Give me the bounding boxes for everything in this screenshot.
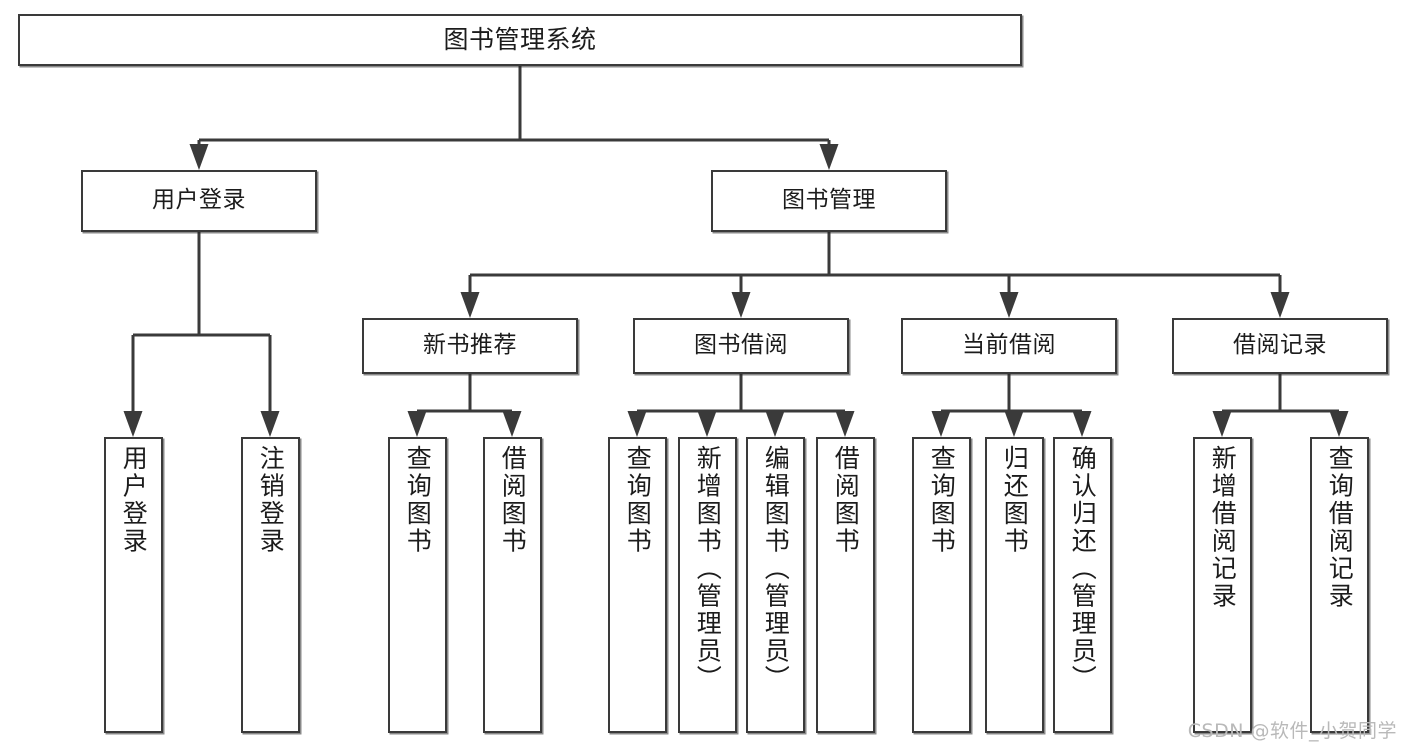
arrow-to-leaf-logout-head-icon [260,411,280,437]
arrow-to-book-borrow-head-icon [731,292,751,318]
node-leaf-query-record[interactable]: 查询借阅记录 [1310,437,1369,733]
arrow-to-new-book-rec-head-icon [460,292,480,318]
node-label: 查询借阅记录 [1325,445,1355,610]
arrow-to-return-book-head-icon [1004,411,1024,437]
node-label: 借阅记录 [1233,332,1327,359]
node-label: 归还图书 [1000,445,1030,555]
arrow-to-book-manage-head-icon [819,144,839,170]
arrow-to-add-record-head-icon [1212,411,1232,437]
node-root[interactable]: 图书管理系统 [18,14,1022,66]
node-label: 新增图书（管理员） [693,445,723,693]
node-l1-book-manage[interactable]: 图书管理 [711,170,947,232]
node-label: 图书管理 [782,187,876,214]
arrow-heads [123,144,1349,437]
node-label: 图书借阅 [694,332,788,359]
node-leaf-logout[interactable]: 注销登录 [241,437,300,733]
node-label: 确认归还（管理员） [1068,445,1098,693]
node-label: 当前借阅 [962,332,1056,359]
node-label: 用户登录 [119,445,149,555]
node-label: 编辑图书（管理员） [761,445,791,693]
node-leaf-edit-book-admin[interactable]: 编辑图书（管理员） [746,437,805,733]
node-leaf-add-book-admin[interactable]: 新增图书（管理员） [678,437,737,733]
arrow-to-add-book-admin-head-icon [697,411,717,437]
arrow-to-leaf-user-login-head-icon [123,411,143,437]
node-label: 新书推荐 [423,332,517,359]
edge-lines [131,66,1339,413]
arrow-to-confirm-return-head-icon [1072,411,1092,437]
watermark-label: CSDN @软件_小贺同学 [1187,720,1397,742]
node-label: 注销登录 [256,445,286,555]
node-leaf-query-book-2[interactable]: 查询图书 [608,437,667,733]
node-label: 新增借阅记录 [1208,445,1238,610]
node-l2-book-borrow[interactable]: 图书借阅 [633,318,849,374]
node-l1-user-login[interactable]: 用户登录 [81,170,317,232]
arrow-to-query-book-2-head-icon [627,411,647,437]
node-l2-borrow-record[interactable]: 借阅记录 [1172,318,1388,374]
node-label: 查询图书 [403,445,433,555]
arrow-to-borrow-book-2-head-icon [835,411,855,437]
node-label: 借阅图书 [831,445,861,555]
node-leaf-borrow-book-1[interactable]: 借阅图书 [483,437,542,733]
arrow-to-edit-book-admin-head-icon [765,411,785,437]
node-leaf-user-login[interactable]: 用户登录 [104,437,163,733]
node-leaf-return-book[interactable]: 归还图书 [985,437,1044,733]
node-leaf-query-book-1[interactable]: 查询图书 [388,437,447,733]
arrow-to-query-record-head-icon [1329,411,1349,437]
arrow-to-query-book-3-head-icon [931,411,951,437]
arrow-to-user-login-head-icon [189,144,209,170]
arrow-to-query-book-1-head-icon [407,411,427,437]
node-label: 图书管理系统 [443,25,597,55]
node-leaf-borrow-book-2[interactable]: 借阅图书 [816,437,875,733]
node-l2-current-borrow[interactable]: 当前借阅 [901,318,1117,374]
arrow-to-borrow-record-head-icon [1270,292,1290,318]
node-leaf-query-book-3[interactable]: 查询图书 [912,437,971,733]
node-label: 查询图书 [927,445,957,555]
node-label: 借阅图书 [498,445,528,555]
node-label: 用户登录 [152,187,246,214]
node-leaf-confirm-return-admin[interactable]: 确认归还（管理员） [1053,437,1112,733]
node-leaf-add-record[interactable]: 新增借阅记录 [1193,437,1252,733]
node-l2-new-book-rec[interactable]: 新书推荐 [362,318,578,374]
node-label: 查询图书 [623,445,653,555]
arrow-to-current-borrow-head-icon [999,292,1019,318]
arrow-to-borrow-book-1-head-icon [502,411,522,437]
